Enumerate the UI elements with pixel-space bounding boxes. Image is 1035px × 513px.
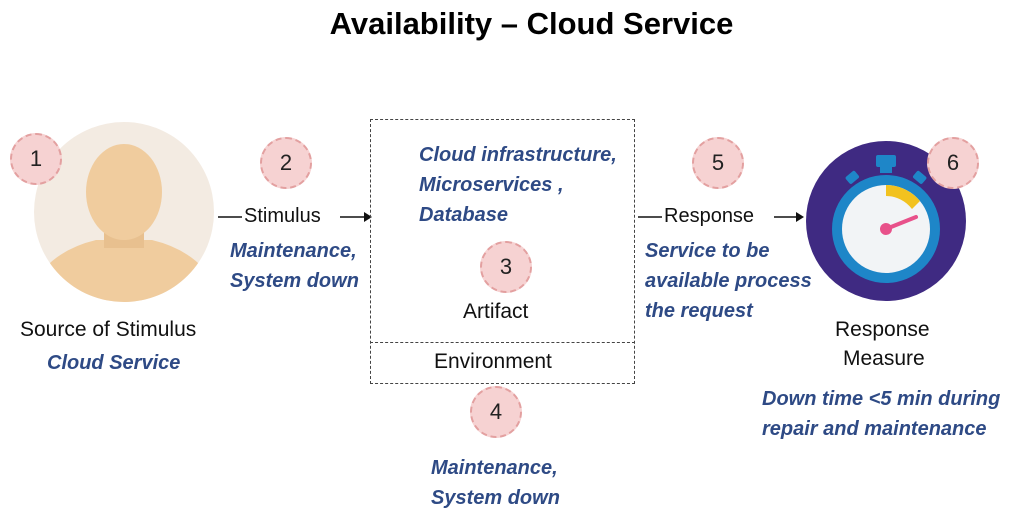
stimulus-detail-1: Maintenance, (230, 240, 357, 262)
artifact-environment-box (370, 119, 635, 384)
response-measure-label-1: Response (835, 318, 930, 341)
arrow-right-icon (638, 212, 804, 222)
response-detail-1: Service to be (645, 240, 770, 262)
source-label: Source of Stimulus (20, 318, 197, 341)
artifact-detail-1: Cloud infrastructure, (419, 144, 617, 166)
artifact-detail-2: Microservices , (419, 174, 564, 196)
person-avatar-icon (34, 122, 214, 302)
stimulus-label: Stimulus (244, 205, 321, 227)
step-badge-1: 1 (10, 133, 62, 185)
environment-detail-2: System down (431, 487, 560, 509)
step-badge-3: 3 (480, 241, 532, 293)
page-title: Availability – Cloud Service (329, 6, 734, 41)
response-arrow: Response (638, 204, 804, 230)
step-badge-2: 2 (260, 137, 312, 189)
response-measure-detail-1: Down time <5 min during (762, 388, 1001, 410)
artifact-detail-3: Database (419, 204, 508, 226)
response-measure-detail-2: repair and maintenance (762, 418, 987, 440)
response-detail-3: the request (645, 300, 753, 322)
stimulus-arrow: Stimulus (218, 204, 372, 230)
environment-label: Environment (434, 350, 552, 373)
environment-detail-1: Maintenance, (431, 457, 558, 479)
step-badge-5: 5 (692, 137, 744, 189)
box-divider (370, 342, 635, 343)
arrow-right-icon (218, 212, 372, 222)
source-detail: Cloud Service (47, 352, 181, 374)
step-badge-4: 4 (470, 386, 522, 438)
stimulus-detail-2: System down (230, 270, 359, 292)
artifact-label: Artifact (463, 300, 529, 323)
response-label: Response (664, 205, 755, 227)
stopwatch-icon (806, 141, 966, 301)
response-detail-2: available process (645, 270, 812, 292)
step-badge-6: 6 (927, 137, 979, 189)
response-measure-label-2: Measure (843, 347, 925, 370)
